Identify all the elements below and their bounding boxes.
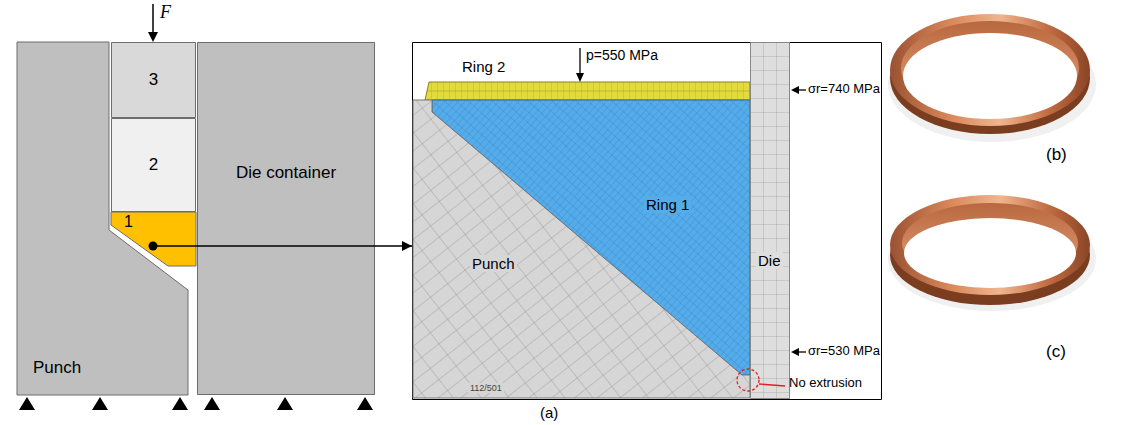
force-arrow-shaft xyxy=(152,4,154,34)
detail-frame-outline xyxy=(413,43,882,400)
text-slot: p=550 MPa xyxy=(586,47,658,63)
mesh-punch: Punch xyxy=(413,97,750,398)
text-slot: 112/501 xyxy=(468,383,504,393)
panel-label: (b) xyxy=(1046,145,1067,165)
ring-face xyxy=(890,195,1090,295)
mesh-ring-shape xyxy=(425,82,750,100)
ring-block: 3 xyxy=(111,42,196,118)
die-container: Die container xyxy=(197,42,375,395)
support-triangle xyxy=(92,397,108,410)
photo-shadow xyxy=(888,26,1096,142)
stress-label: σr=740 MPa xyxy=(808,82,880,97)
text-slot: 2 xyxy=(149,155,158,175)
mesh-punch-shape xyxy=(413,97,750,398)
mesh-die-outline xyxy=(751,43,790,399)
text-slot: Ring 2 xyxy=(462,58,505,75)
ring-hole xyxy=(904,218,1076,288)
callout-leader xyxy=(759,384,785,386)
highlight-circle xyxy=(737,369,759,391)
ring-face xyxy=(890,14,1090,126)
ring-inner-wall xyxy=(901,21,1079,115)
stress-arrow-shaft xyxy=(798,351,806,352)
support-triangle xyxy=(357,397,373,410)
text-slot: Punch xyxy=(470,255,517,272)
text-slot: σr=530 MPa xyxy=(808,344,880,359)
connector-line xyxy=(196,245,412,246)
ring-block-outline xyxy=(111,212,196,266)
text-slot: (a) xyxy=(540,404,558,421)
mesh-punch-outline xyxy=(413,100,750,398)
support-triangle xyxy=(204,397,220,410)
ring-block-shape xyxy=(111,212,196,266)
text-slot: 1 xyxy=(124,213,133,231)
part-label: Punch xyxy=(470,255,517,272)
ring-block: 2 xyxy=(111,118,196,212)
ring-block-outline xyxy=(112,43,196,118)
text-slot: Die xyxy=(756,252,783,269)
frame-counter: 112/501 xyxy=(468,383,504,393)
stress-arrow-head xyxy=(791,86,799,94)
callout-label: No extrusion xyxy=(789,376,862,391)
support-symbols xyxy=(19,397,373,410)
stress-arrow-head xyxy=(791,348,799,356)
mesh-ring-outline xyxy=(425,82,750,100)
force-label: F xyxy=(160,2,171,23)
photo-shadow xyxy=(888,207,1096,311)
text-slot: Die container xyxy=(226,163,346,183)
part-label: Ring 2 xyxy=(462,58,505,75)
text-slot: Punch xyxy=(33,358,81,378)
mesh-ring: Ring 2 xyxy=(425,82,750,100)
support-triangle xyxy=(19,397,35,410)
die-container-outline xyxy=(198,43,375,395)
panel-label: (a) xyxy=(540,404,558,421)
arrow-head xyxy=(402,241,412,251)
pressure-label: p=550 MPa xyxy=(586,47,658,63)
ring-hole xyxy=(903,33,1077,119)
ring-block-outline xyxy=(112,119,196,212)
part-label: Punch xyxy=(33,358,81,378)
panel-label: (c) xyxy=(1046,342,1066,362)
ring-inner-wall xyxy=(902,203,1078,283)
part-label: 2 xyxy=(149,155,158,175)
stress-label: σr=530 MPa xyxy=(808,344,880,359)
part-label: Die xyxy=(756,252,783,269)
text-slot: 3 xyxy=(149,70,158,90)
ring-side xyxy=(890,22,1090,134)
part-label: Ring 1 xyxy=(644,196,691,213)
ring-block: 1 xyxy=(111,212,196,266)
ring-side xyxy=(890,205,1090,305)
stress-arrow-shaft xyxy=(798,89,806,90)
part-label: 1 xyxy=(124,213,133,231)
detail-dot xyxy=(149,242,158,251)
connector-arrow xyxy=(196,241,412,251)
pressure-arrow-shaft xyxy=(579,48,580,74)
ring-photo xyxy=(888,195,1096,311)
mesh-die: Die xyxy=(750,42,790,399)
support-triangle xyxy=(172,397,188,410)
ring-photo xyxy=(888,14,1096,142)
text-slot: Ring 1 xyxy=(644,196,691,213)
part-label: 3 xyxy=(149,70,158,90)
text-slot: (b) xyxy=(1046,145,1067,165)
support-triangle xyxy=(277,397,293,410)
die-container-shape xyxy=(197,42,375,395)
detail-leader xyxy=(157,245,196,246)
pressure-arrow-head xyxy=(576,73,584,82)
text-slot: σr=740 MPa xyxy=(808,82,880,97)
text-slot: F xyxy=(160,2,171,23)
text-slot: No extrusion xyxy=(789,376,862,391)
force-arrow-head xyxy=(148,32,158,42)
part-label: Die container xyxy=(226,163,346,183)
mesh-die-shape xyxy=(750,42,790,399)
text-slot: (c) xyxy=(1046,342,1066,362)
